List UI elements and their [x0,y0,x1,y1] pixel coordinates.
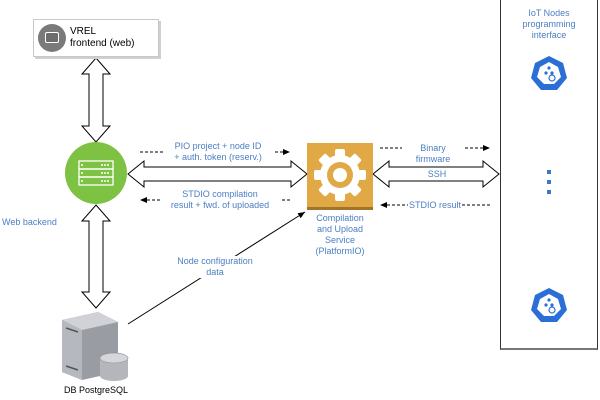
database-server-icon [62,312,129,381]
frontend-node[interactable]: VREL frontend (web) [33,19,159,57]
frontend-backend-arrow [80,57,112,143]
edge-label-compiler-to-backend: STDIO compilation result + fwd. of uploa… [160,189,280,211]
backend-label: Web backend [2,217,57,227]
edge-label-binary-firmware: Binary firmware [402,143,464,165]
iot-title: IoT Nodes programming interface [522,8,576,40]
kubernetes-node-icon [531,288,567,322]
compiler-label: Compilation and Upload Service (Platform… [315,213,365,256]
monitor-icon [38,24,66,52]
server-icon [65,142,127,204]
backend-compiler-arrow [127,159,308,189]
db-label: DB PostgreSQL [63,385,129,395]
iot-nodes-container [500,0,598,350]
frontend-label: VREL frontend (web) [70,26,135,49]
gear-icon [307,143,373,210]
kubernetes-node-icon [531,56,567,90]
backend-db-arrow [80,204,112,309]
ellipsis-icon [547,170,551,194]
edge-label-backend-to-compiler: PIO project + node ID + auth. token (res… [163,141,273,163]
edge-label-db-to-compiler: Node configuration data [170,256,260,278]
edge-label-ssh: SSH [426,169,448,180]
edge-label-stdio-result: STDIO result [408,200,462,211]
